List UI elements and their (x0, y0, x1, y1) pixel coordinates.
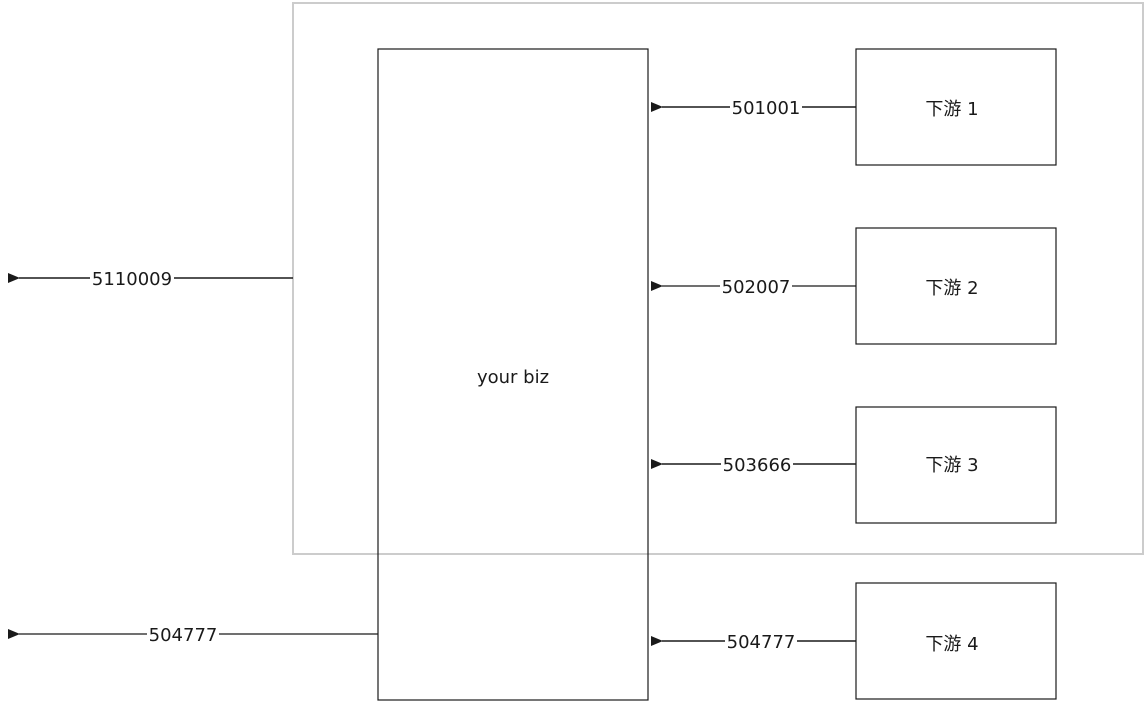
downstream-label: 下游 2 (925, 278, 978, 299)
edge-label-bg (720, 275, 792, 297)
edge-output-biz: 504777 (7, 623, 378, 646)
edge-downstream-3: 503666 (651, 453, 856, 476)
edge-downstream-2: 502007 (651, 275, 856, 298)
downstream-box[interactable] (855, 406, 1057, 524)
edge-label-bg (147, 623, 219, 645)
downstream-node-2[interactable]: 下游 2 (855, 227, 1057, 345)
edge-label: 504777 (727, 632, 796, 653)
downstream-node-3[interactable]: 下游 3 (855, 406, 1057, 524)
edge-label: 503666 (723, 455, 792, 476)
edge-label-bg (730, 96, 802, 118)
biz-label: your biz (477, 367, 549, 388)
edge-label-bg (721, 453, 793, 475)
group-container (292, 2, 1144, 555)
edge-label-bg (725, 630, 797, 652)
downstream-label: 下游 3 (925, 455, 978, 476)
edge-downstream-1: 501001 (651, 96, 856, 119)
edge-label: 501001 (732, 98, 801, 119)
edge-output-group: 5110009 (7, 267, 293, 290)
edge-label: 502007 (722, 277, 791, 298)
edge-label-bg (90, 267, 174, 289)
downstream-label: 下游 1 (925, 99, 978, 120)
edge-downstream-4: 504777 (651, 630, 856, 653)
edge-label: 5110009 (92, 269, 172, 290)
downstream-node-1[interactable]: 下游 1 (855, 48, 1057, 166)
downstream-node-4[interactable]: 下游 4 (855, 582, 1057, 700)
downstream-label: 下游 4 (925, 634, 978, 655)
edge-label: 504777 (149, 625, 218, 646)
biz-box[interactable] (377, 48, 649, 701)
